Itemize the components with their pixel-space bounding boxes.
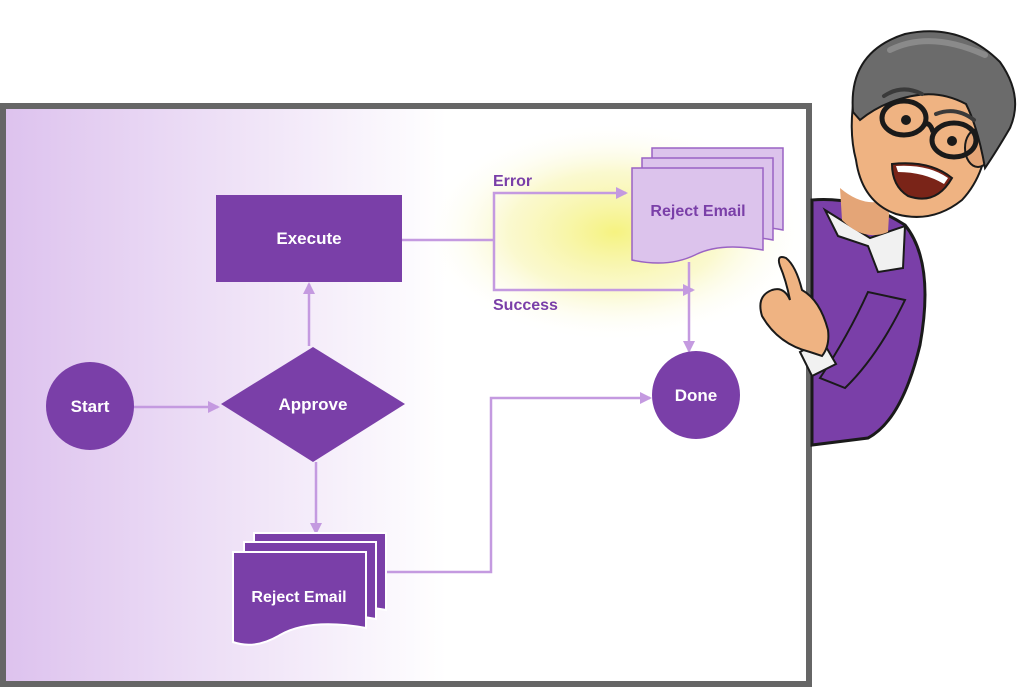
edge-label-success: Success [493, 297, 558, 314]
node-reject-email-bottom-label: Reject Email [251, 589, 346, 606]
node-execute: Execute [216, 195, 402, 282]
presenter-collar [822, 207, 907, 274]
arrow-rejectbottom-done [385, 392, 652, 574]
arrow-success [492, 240, 695, 296]
node-done: Done [652, 351, 740, 439]
node-reject-email-top: Reject Email [631, 147, 784, 264]
presenter-illustration [759, 30, 1017, 447]
node-reject-email-bottom: Reject Email [232, 532, 387, 646]
node-reject-email-top-label: Reject Email [650, 203, 745, 220]
node-approve-label: Approve [279, 395, 348, 414]
presenter-glasses [879, 98, 979, 160]
node-approve: Approve [221, 347, 405, 462]
node-execute-label: Execute [276, 229, 341, 248]
node-done-label: Done [675, 386, 718, 405]
node-start: Start [46, 362, 134, 450]
presenter-pointing-hand [759, 256, 830, 358]
connectors [132, 187, 695, 574]
edge-label-error: Error [493, 173, 532, 190]
presenter-arm [818, 290, 907, 390]
arrow-error [492, 187, 628, 240]
node-start-label: Start [71, 397, 110, 416]
